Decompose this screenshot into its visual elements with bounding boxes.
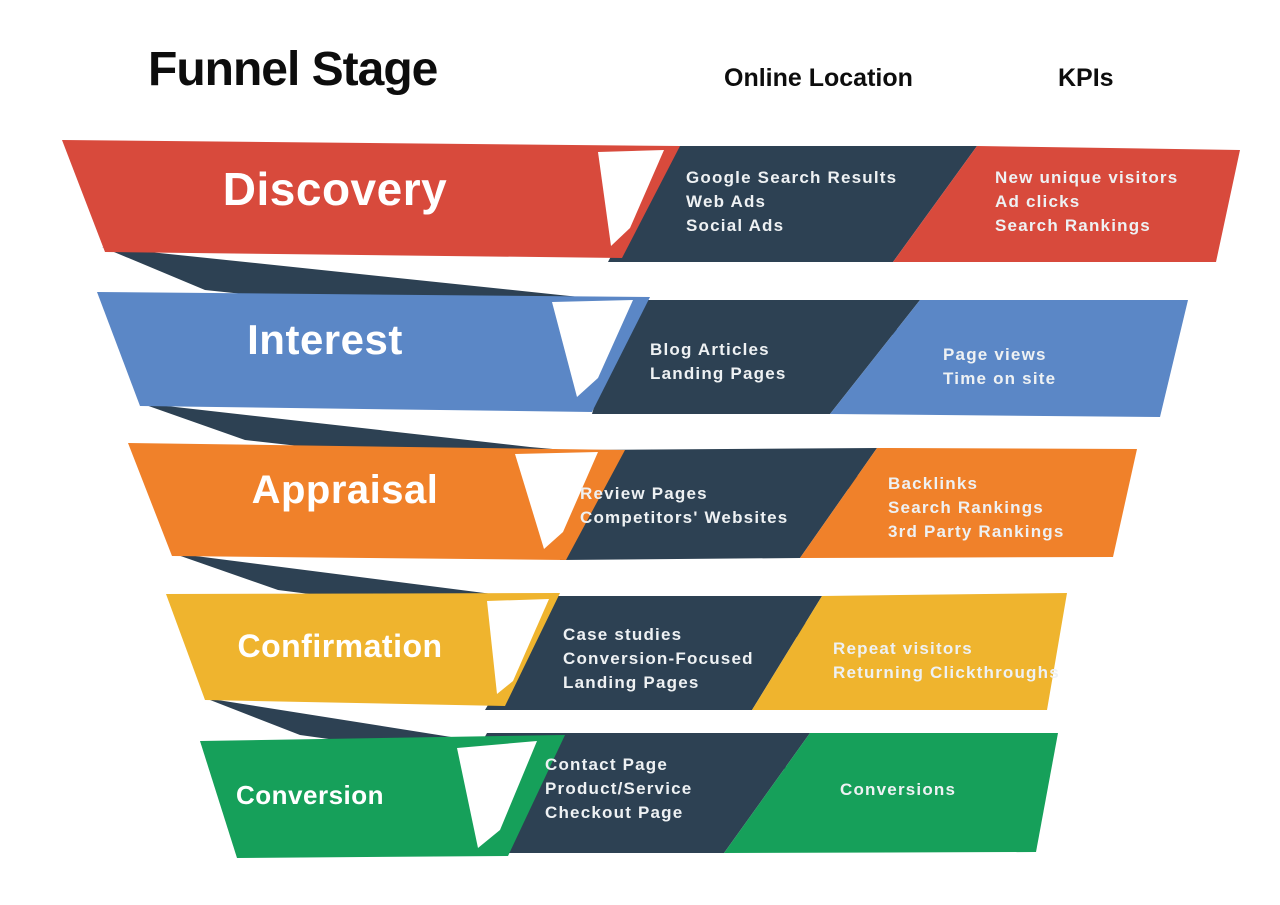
kpi-list-appraisal: Backlinks Search Rankings 3rd Party Rank… xyxy=(888,472,1065,544)
ribbon-notch-conversion xyxy=(457,741,537,848)
location-panel-confirmation xyxy=(485,596,822,710)
kpi-item: Time on site xyxy=(943,369,1057,388)
stage-band-confirmation xyxy=(166,593,560,706)
location-panel-interest xyxy=(592,300,920,414)
stage-label-appraisal: Appraisal xyxy=(251,468,439,512)
location-panel-discovery xyxy=(608,146,977,262)
kpi-panel-interest xyxy=(830,300,1188,417)
stage-label-conversion: Conversion xyxy=(235,780,385,810)
location-item: Social Ads xyxy=(686,216,785,235)
location-item: Review Pages xyxy=(580,484,708,503)
ribbon-notch-interest xyxy=(552,300,633,397)
stage-label-confirmation: Confirmation xyxy=(237,628,443,664)
location-item: Product/Service xyxy=(545,779,693,798)
ribbon-notch-discovery xyxy=(598,150,664,246)
ribbon-notch-appraisal xyxy=(515,452,598,549)
location-item: Contact Page xyxy=(545,755,669,774)
kpi-item: Search Rankings xyxy=(995,216,1151,235)
kpi-panel-discovery xyxy=(893,146,1240,262)
location-item: Competitors' Websites xyxy=(580,508,789,527)
location-panel-appraisal xyxy=(560,448,877,560)
kpi-panel-conversion xyxy=(724,733,1058,853)
stage-band-interest xyxy=(97,292,650,412)
stage-band-discovery xyxy=(62,140,680,258)
location-item: Google Search Results xyxy=(686,168,898,187)
kpi-panel-appraisal xyxy=(800,448,1137,558)
location-item: Landing Pages xyxy=(650,364,787,383)
kpi-item: New unique visitors xyxy=(995,168,1179,187)
location-item: Checkout Page xyxy=(545,803,684,822)
location-list-discovery: Google Search Results Web Ads Social Ads xyxy=(686,166,897,238)
column-header-kpis: KPIs xyxy=(1058,64,1114,92)
location-list-conversion: Contact Page Product/Service Checkout Pa… xyxy=(545,753,692,825)
location-item: Conversion-Focused xyxy=(563,649,754,668)
location-item: Landing Pages xyxy=(563,673,700,692)
kpi-list-interest: Page views Time on site xyxy=(943,343,1056,391)
page-title: Funnel Stage xyxy=(148,43,438,96)
kpi-item: Repeat visitors xyxy=(833,639,973,658)
location-item: Case studies xyxy=(563,625,683,644)
kpi-item: Search Rankings xyxy=(888,498,1044,517)
location-list-appraisal: Review Pages Competitors' Websites xyxy=(580,482,788,530)
kpi-item: Ad clicks xyxy=(995,192,1081,211)
stage-label-interest: Interest xyxy=(247,316,403,363)
kpi-list-conversion: Conversions xyxy=(840,778,956,802)
kpi-list-confirmation: Repeat visitors Returning Clickthroughs xyxy=(833,637,1060,685)
kpi-panel-confirmation xyxy=(752,593,1067,710)
column-header-online-location: Online Location xyxy=(724,64,913,92)
kpi-item: Returning Clickthroughs xyxy=(833,663,1060,682)
kpi-item: 3rd Party Rankings xyxy=(888,522,1065,541)
location-list-confirmation: Case studies Conversion-Focused Landing … xyxy=(563,623,754,695)
kpi-item: Page views xyxy=(943,345,1047,364)
kpi-item: Backlinks xyxy=(888,474,979,493)
location-item: Blog Articles xyxy=(650,340,770,359)
location-item: Web Ads xyxy=(686,192,767,211)
kpi-list-discovery: New unique visitors Ad clicks Search Ran… xyxy=(995,166,1178,238)
stage-label-discovery: Discovery xyxy=(222,163,448,215)
location-list-interest: Blog Articles Landing Pages xyxy=(650,338,787,386)
ribbon-notch-confirmation xyxy=(487,599,549,694)
kpi-item: Conversions xyxy=(840,780,957,799)
stage-band-appraisal xyxy=(128,443,625,560)
